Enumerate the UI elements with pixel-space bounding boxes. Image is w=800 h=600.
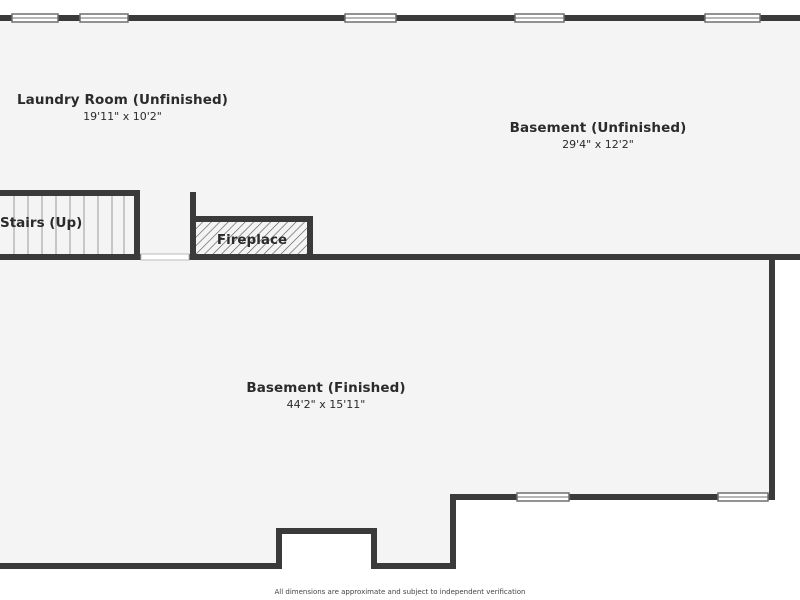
basement-unfinished-name: Basement (Unfinished)	[509, 120, 687, 136]
stairs-name: Stairs (Up)	[0, 215, 83, 231]
walls	[0, 15, 800, 569]
laundry-room-label: Laundry Room (Unfinished) 19'11" x 10'2"	[0, 92, 245, 123]
fireplace-name: Fireplace	[216, 232, 288, 248]
basement-finished-name: Basement (Finished)	[246, 380, 406, 396]
fireplace-label: Fireplace	[202, 229, 302, 248]
laundry-room-name: Laundry Room (Unfinished)	[16, 92, 229, 108]
laundry-room-dimensions: 19'11" x 10'2"	[83, 110, 162, 123]
upper-floor-area	[0, 18, 800, 257]
stairs-wall	[0, 190, 140, 260]
fireplace-wall	[192, 216, 313, 260]
basement-finished-label: Basement (Finished) 44'2" x 15'11"	[176, 380, 476, 411]
basement-finished-dimensions: 44'2" x 15'11"	[286, 398, 366, 411]
finished-basement-floor	[0, 257, 772, 566]
stairs-label: Stairs (Up)	[0, 212, 83, 231]
stairs[interactable]	[0, 193, 137, 257]
doorway	[140, 253, 190, 261]
basement-unfinished-dimensions: 29'4" x 12'2"	[562, 138, 634, 151]
basement-unfinished-label: Basement (Unfinished) 29'4" x 12'2"	[448, 120, 748, 151]
windows	[11, 13, 769, 502]
disclaimer-text: All dimensions are approximate and subje…	[274, 588, 526, 596]
bottom-wall	[0, 494, 775, 569]
fireplace	[195, 219, 310, 255]
